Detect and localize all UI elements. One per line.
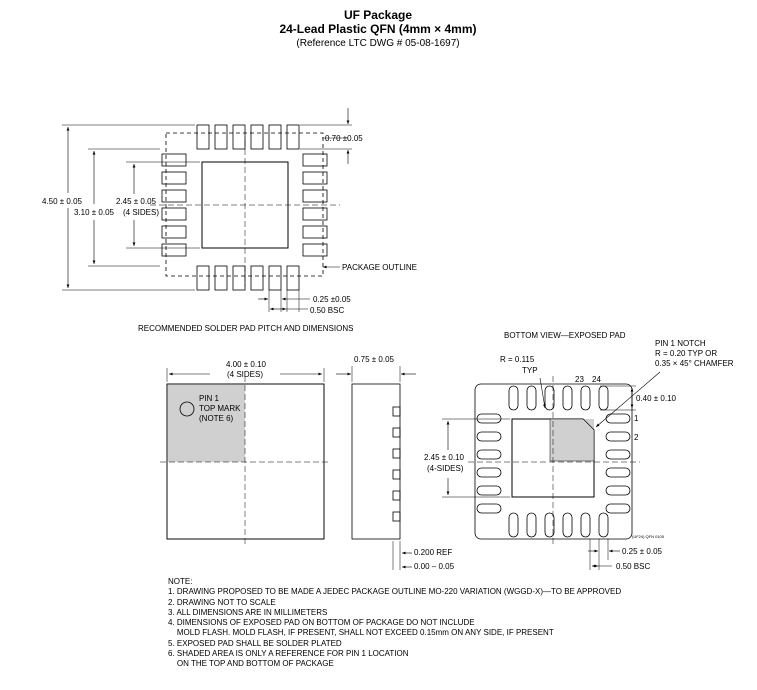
pin1-shaded-area <box>167 384 245 462</box>
solder-pad-caption: RECOMMENDED SOLDER PAD PITCH AND DIMENSI… <box>138 324 354 333</box>
top-dim-width: 4.00 ± 0.10 <box>226 360 266 369</box>
dim-outer: 4.50 ± 0.05 <box>42 197 82 206</box>
bottom-leads-right <box>605 413 631 514</box>
pin1-notch-chamfer: 0.35 × 45° CHAMFER <box>655 359 734 368</box>
dim-pad-length: 0.70 ±0.05 <box>325 134 363 143</box>
dim-lead-length: 0.40 ± 0.10 <box>636 394 676 403</box>
pin1-note-label: (NOTE 6) <box>199 414 234 423</box>
side-dim-height: 0.75 ± 0.05 <box>354 355 394 364</box>
bottom-dim-pad: 2.45 ± 0.10 <box>424 453 464 462</box>
bottom-dim-pitch: 0.50 BSC <box>616 562 651 571</box>
drawing-code: (UF24) QFN 0105 <box>632 534 665 539</box>
side-dim-ref: 0.200 REF <box>414 548 453 557</box>
solder-pads-left <box>161 153 187 257</box>
reference-drawing: (Reference LTC DWG # 05-08-1697) <box>296 38 460 49</box>
side-view-leads <box>392 406 401 522</box>
package-outline-dashed <box>165 132 324 277</box>
bottom-dim-lead-width: 0.25 ± 0.05 <box>622 547 662 556</box>
radius-typ-label: TYP <box>522 366 538 375</box>
side-view-body <box>351 383 401 540</box>
note-item: 6. SHADED AREA IS ONLY A REFERENCE FOR P… <box>168 649 409 659</box>
notes-heading: NOTE: <box>168 577 193 586</box>
pin-2-label: 2 <box>634 433 639 442</box>
pin1-label: PIN 1 <box>199 394 220 403</box>
note-item: MOLD FLASH. MOLD FLASH, IF PRESENT, SHAL… <box>168 628 554 638</box>
bottom-view-title: BOTTOM VIEW—EXPOSED PAD <box>504 331 626 340</box>
bottom-leads-left <box>476 413 502 514</box>
dim-inner: 3.10 ± 0.05 <box>74 208 114 217</box>
note-item: ON THE TOP AND BOTTOM OF PACKAGE <box>168 659 334 669</box>
radius-label: R = 0.115 <box>500 355 535 364</box>
package-title: UF Package <box>343 8 413 22</box>
note-item: 3. ALL DIMENSIONS ARE IN MILLIMETERS <box>168 607 328 617</box>
pin1-notch-radius: R = 0.20 TYP OR <box>655 349 718 358</box>
note-item: 2. DRAWING NOT TO SCALE <box>168 597 276 607</box>
side-dim-standoff: 0.00 – 0.05 <box>414 562 455 571</box>
bottom-view-body <box>474 383 633 540</box>
dim-center-note: (4 SIDES) <box>123 208 160 217</box>
top-dim-width-note: (4 SIDES) <box>227 370 264 379</box>
note-item: 1. DRAWING PROPOSED TO BE MADE A JEDEC P… <box>168 587 622 597</box>
bottom-leads-top <box>508 385 609 411</box>
pin-23-label: 23 <box>575 375 584 384</box>
solder-pads-bottom <box>196 265 300 291</box>
package-subtitle: 24-Lead Plastic QFN (4mm × 4mm) <box>279 22 477 36</box>
solder-pads-top <box>196 124 300 150</box>
pin-24-label: 24 <box>592 375 601 384</box>
dim-pad-width: 0.25 ±0.05 <box>313 295 351 304</box>
pin1-mark-circle <box>179 401 195 417</box>
package-outline-label: PACKAGE OUTLINE <box>342 263 417 272</box>
note-item: 4. DIMENSIONS OF EXPOSED PAD ON BOTTOM O… <box>168 618 475 628</box>
bottom-dim-pad-note: (4-SIDES) <box>427 464 464 473</box>
pin1-topmark-label: TOP MARK <box>199 404 241 413</box>
pin1-notch-label: PIN 1 NOTCH <box>655 339 706 348</box>
dim-pitch: 0.50 BSC <box>310 306 345 315</box>
pin-1-label: 1 <box>634 414 639 423</box>
dim-center: 2.45 ± 0.05 <box>116 197 156 206</box>
notes-block: NOTE: 1. DRAWING PROPOSED TO BE MADE A J… <box>168 577 621 670</box>
bottom-leads-bottom <box>508 512 609 538</box>
exposed-pad-shaded <box>549 418 595 462</box>
solder-pads-right <box>302 153 328 257</box>
note-item: 5. EXPOSED PAD SHALL BE SOLDER PLATED <box>168 638 342 648</box>
